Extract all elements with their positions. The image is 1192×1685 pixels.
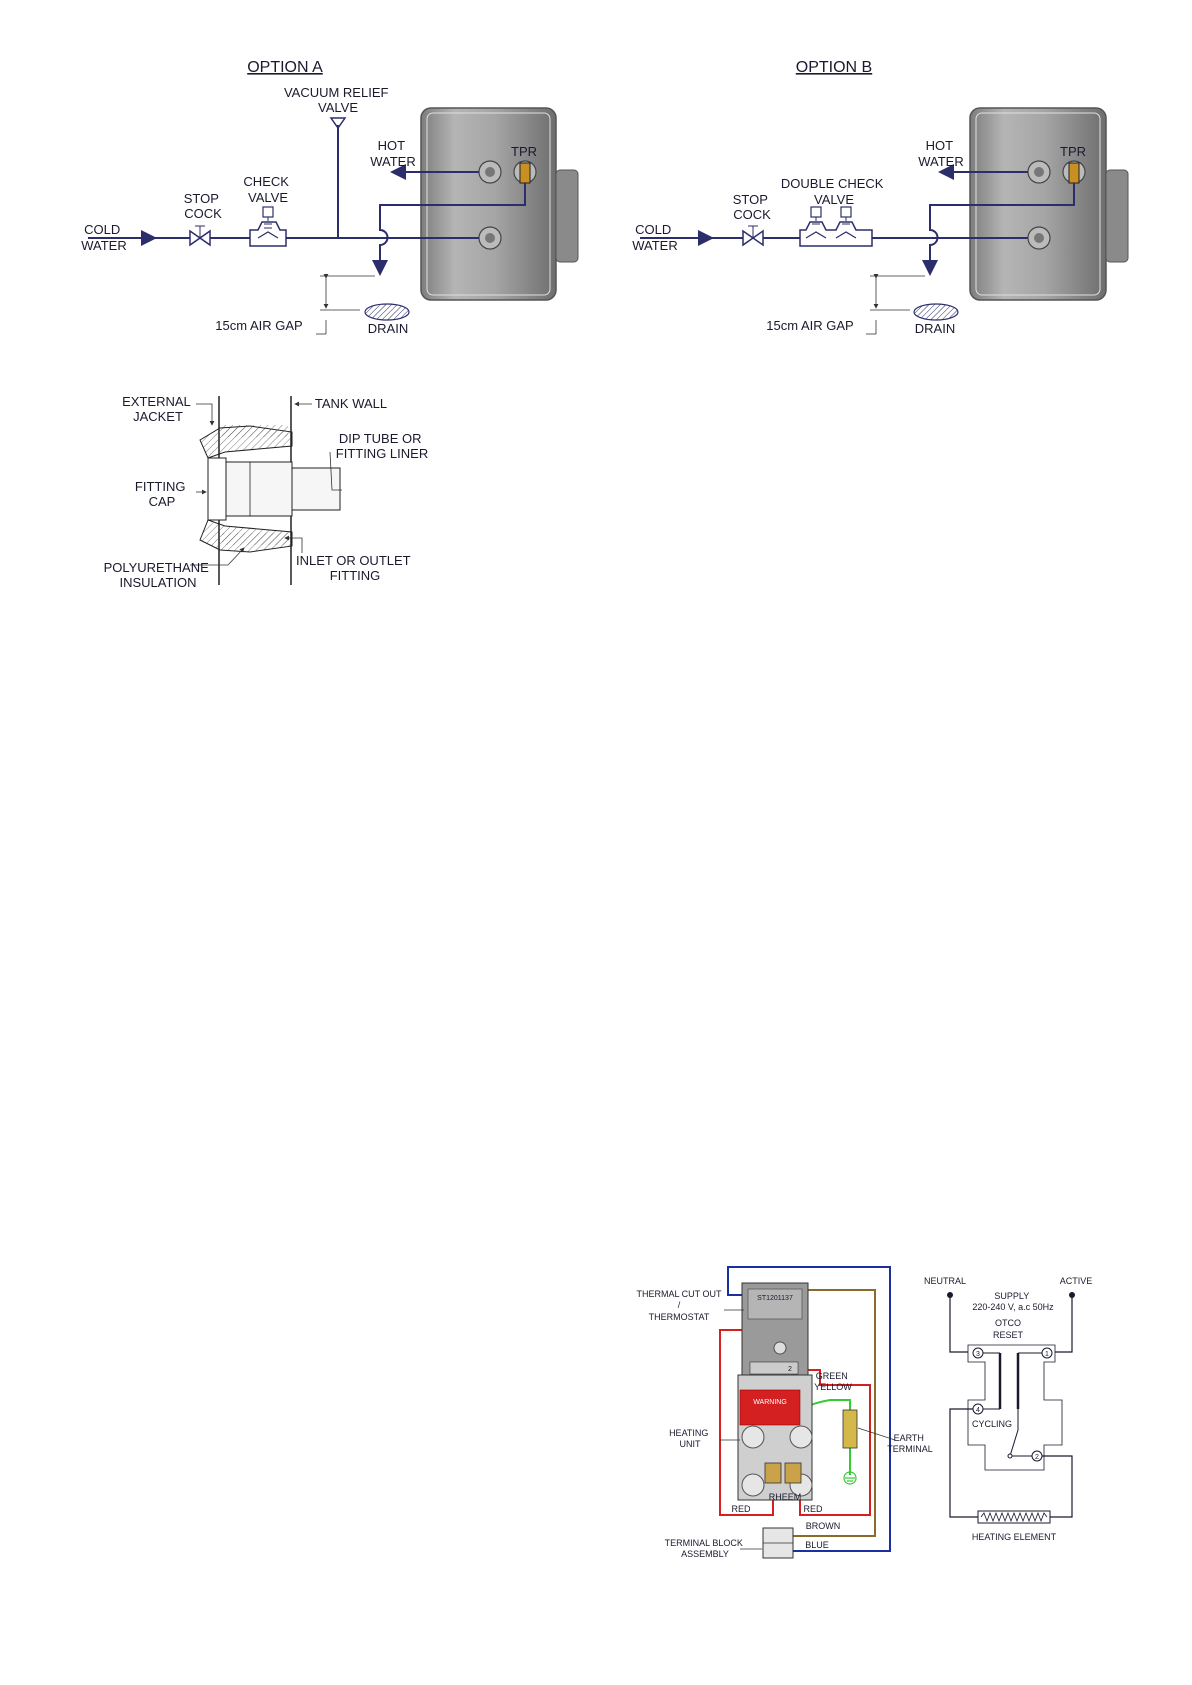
option-a-stop-cock-label: STOP COCK	[184, 191, 223, 221]
option-b-drain-label: DRAIN	[915, 321, 955, 336]
polyurethane-label: POLYURETHANE INSULATION	[104, 560, 213, 590]
option-b-diagram: OPTION B	[632, 59, 1129, 336]
dip-tube-label: DIP TUBE OR FITTING LINER	[336, 431, 428, 461]
red-right-label: RED	[803, 1504, 823, 1514]
option-b-stop-cock-label: STOP COCK	[733, 192, 772, 222]
external-jacket-label: EXTERNAL JACKET	[122, 394, 194, 424]
option-b-tpr-drain-line	[922, 183, 1075, 276]
rheem-brand-label: RHEEM	[769, 1492, 802, 1502]
fitting-cross-section: EXTERNAL JACKET TANK WALL DIP TUBE OR FI…	[104, 394, 429, 590]
option-b-drain-icon	[913, 303, 959, 321]
option-a-drain-label: DRAIN	[368, 321, 408, 336]
brown-wire	[793, 1289, 876, 1537]
schematic-terminal-2: 2	[1035, 1454, 1039, 1461]
blue-label: BLUE	[805, 1540, 829, 1550]
tank-wall-label: TANK WALL	[315, 396, 387, 411]
option-a-air-gap-dimension	[316, 274, 375, 335]
thermal-slash-label: /	[678, 1300, 681, 1310]
option-b-check-valve-label: DOUBLE CHECK VALVE	[781, 176, 887, 207]
option-a-hot-water-label: HOT WATER	[370, 138, 416, 169]
option-a-tpr-drain-line	[372, 183, 526, 276]
otco-label: OTCO	[995, 1318, 1021, 1328]
fitting-cap-label: FITTING CAP	[135, 479, 189, 509]
earth-terminal-label: EARTH TERMINAL	[887, 1433, 933, 1454]
schematic-terminal-3: 3	[976, 1351, 980, 1358]
option-b-stop-cock	[742, 225, 764, 247]
thermal-cutout-label: THERMAL CUT OUT	[636, 1289, 722, 1299]
blue-wire	[727, 1266, 891, 1552]
heating-unit-label: HEATING UNIT	[669, 1428, 711, 1449]
option-a-diagram: OPTION A	[81, 59, 579, 336]
warning-label	[739, 1389, 801, 1426]
thermostat-code: ST1201137	[757, 1295, 793, 1302]
thermostat-label: THERMOSTAT	[649, 1312, 710, 1322]
brown-label: BROWN	[806, 1521, 841, 1531]
option-a-drain-icon	[364, 303, 410, 321]
earth-terminal-block	[842, 1409, 858, 1449]
option-b-cold-water-label: COLD WATER	[632, 222, 678, 253]
active-label: ACTIVE	[1060, 1276, 1093, 1286]
green-yellow-label: GREEN YELLOW	[814, 1371, 852, 1392]
option-b-air-gap-label: 15cm AIR GAP	[766, 318, 853, 333]
thermostat-dial-icon	[773, 1341, 787, 1355]
thermostat-terminal-2-label: 2	[788, 1366, 792, 1373]
option-a-air-gap-label: 15cm AIR GAP	[215, 318, 302, 333]
option-b-double-check-valve	[799, 206, 873, 247]
option-b-tpr-label: TPR	[1060, 144, 1086, 159]
red-wire-left	[719, 1329, 774, 1516]
cycling-label: CYCLING	[972, 1419, 1012, 1429]
earth-ground-icon	[843, 1471, 857, 1485]
electrical-schematic: 3 1 4 2 NEUTRAL ACTIVE SUPPLY 220-240 V,…	[924, 1276, 1092, 1542]
option-a-check-valve	[249, 206, 287, 247]
warning-text: WARNING	[753, 1399, 787, 1406]
option-b-title: OPTION B	[796, 59, 872, 76]
option-a-check-valve-label: CHECK VALVE	[243, 174, 292, 205]
schematic-terminal-4: 4	[976, 1407, 980, 1414]
option-b-hot-water-label: HOT WATER	[918, 138, 964, 169]
option-a-vacuum-relief-label: VACUUM RELIEF VALVE	[284, 85, 392, 115]
supply-label: SUPPLY 220-240 V, a.c 50Hz	[972, 1291, 1054, 1312]
neutral-label: NEUTRAL	[924, 1276, 966, 1286]
option-a-tpr-label: TPR	[511, 144, 537, 159]
red-left-label: RED	[731, 1504, 751, 1514]
schematic-terminal-1: 1	[1045, 1351, 1049, 1358]
option-a-stop-cock	[189, 225, 211, 247]
red-wire-right	[790, 1369, 871, 1516]
option-a-cold-water-label: COLD WATER	[81, 222, 127, 253]
option-a-title: OPTION A	[247, 59, 323, 76]
reset-label: RESET	[993, 1330, 1024, 1340]
wiring-diagram: ST1201137 2 WARNING RHEEM THERMAL CUT	[636, 1266, 933, 1559]
heating-element-label: HEATING ELEMENT	[972, 1532, 1057, 1542]
terminal-block-label: TERMINAL BLOCK ASSEMBLY	[665, 1538, 746, 1559]
inlet-outlet-label: INLET OR OUTLET FITTING	[296, 553, 414, 583]
option-b-air-gap-dimension	[866, 274, 925, 335]
